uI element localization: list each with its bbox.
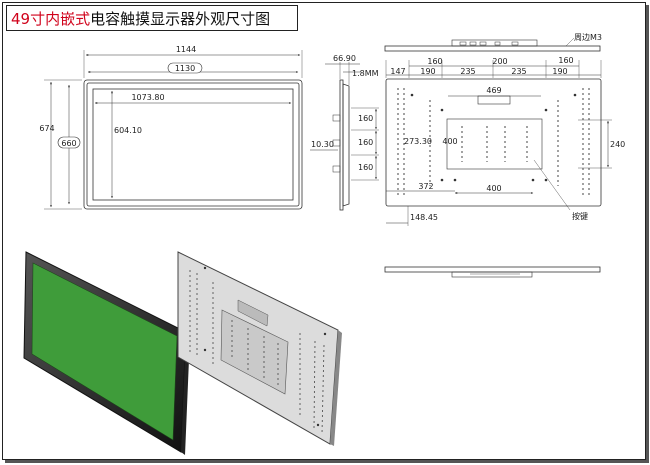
dim-160-left: 160 xyxy=(427,57,442,66)
rear-mount-plate xyxy=(446,118,543,170)
dim-240: 240 xyxy=(610,140,625,149)
iso-rear-handle xyxy=(237,299,269,327)
dim-190-right: 190 xyxy=(552,67,567,76)
front-view-labels: 1144 1130 1073.80 674 660 604.10 xyxy=(39,45,196,148)
dim-outer-width: 1144 xyxy=(176,45,196,54)
dim-235-left: 235 xyxy=(460,67,475,76)
title-description: 电容触摸显示器外观尺寸图 xyxy=(90,9,271,28)
rear-vent-slots-left xyxy=(397,88,431,196)
dim-147: 147 xyxy=(390,67,405,76)
top-connector-block xyxy=(451,39,538,47)
front-outer-frame xyxy=(83,79,303,210)
dim-bezel-width: 1130 xyxy=(175,64,195,73)
dim-bracket-offset: 10.30 xyxy=(311,140,334,149)
side-profile-body xyxy=(342,83,350,207)
iso-rear-holes xyxy=(203,266,327,427)
callout-screw: 周边M3 xyxy=(574,32,602,42)
front-active-area xyxy=(92,88,294,201)
dim-bezel-height: 660 xyxy=(61,139,76,148)
rear-handle-slot xyxy=(477,95,511,105)
dim-400-horizontal: 400 xyxy=(486,184,501,193)
keys-leader xyxy=(533,159,571,211)
top-view xyxy=(384,37,601,52)
rear-mount-holes xyxy=(410,93,577,182)
side-view-labels: 66.90 1.8MM 10.30 160 160 160 xyxy=(311,54,379,172)
side-view xyxy=(310,62,379,211)
sheet-frame xyxy=(2,2,646,460)
title-box: 49寸内嵌式电容触摸显示器外观尺寸图 xyxy=(6,5,298,31)
dim-273: 273.30 xyxy=(404,137,432,146)
rear-panel xyxy=(385,78,602,207)
dim-400-vertical: 400 xyxy=(442,137,457,146)
iso-front-display xyxy=(23,251,190,455)
top-profile xyxy=(384,45,601,52)
dim-372: 372 xyxy=(418,182,433,191)
rear-plate-vents xyxy=(461,126,528,162)
dim-active-width: 1073.80 xyxy=(131,93,164,102)
iso-rear-mount-plate xyxy=(220,309,289,395)
dim-depth: 66.90 xyxy=(333,54,356,63)
dim-spacing-3: 160 xyxy=(358,163,373,172)
iso-front-screen xyxy=(31,262,178,441)
rear-vent-slots-right xyxy=(557,88,590,196)
callout-keys: 按键 xyxy=(572,211,588,221)
dim-thickness: 1.8MM xyxy=(352,69,379,78)
side-bracket-bot xyxy=(332,165,341,173)
iso-rear-vents xyxy=(189,270,325,435)
front-inner-bezel xyxy=(86,82,300,207)
iso-rear-edge xyxy=(330,330,342,446)
bottom-profile xyxy=(384,266,601,273)
side-bracket-mid xyxy=(332,139,341,147)
dim-469: 469 xyxy=(486,86,501,95)
dim-200: 200 xyxy=(492,57,507,66)
dim-spacing-1: 160 xyxy=(358,114,373,123)
front-view xyxy=(44,50,303,210)
screw-leader xyxy=(565,37,575,47)
dim-160-right: 160 xyxy=(558,56,573,65)
bottom-view xyxy=(384,266,601,278)
dim-148: 148.45 xyxy=(410,213,438,222)
dim-190-left: 190 xyxy=(420,67,435,76)
bezel-width-oval xyxy=(167,62,203,74)
title-size-model: 49寸内嵌式 xyxy=(11,9,91,28)
rear-view-labels: 160 200 160 147 190 235 235 190 469 273.… xyxy=(390,56,625,222)
iso-rear-display xyxy=(177,251,342,446)
dim-outer-height: 674 xyxy=(39,124,54,133)
side-profile-glass xyxy=(339,79,344,211)
side-bracket-top xyxy=(332,114,341,122)
dim-spacing-2: 160 xyxy=(358,138,373,147)
dim-235-right: 235 xyxy=(511,67,526,76)
rear-view xyxy=(385,60,612,226)
bezel-height-oval xyxy=(57,136,81,149)
bottom-connector-block xyxy=(451,271,533,278)
dim-active-height: 604.10 xyxy=(114,126,142,135)
